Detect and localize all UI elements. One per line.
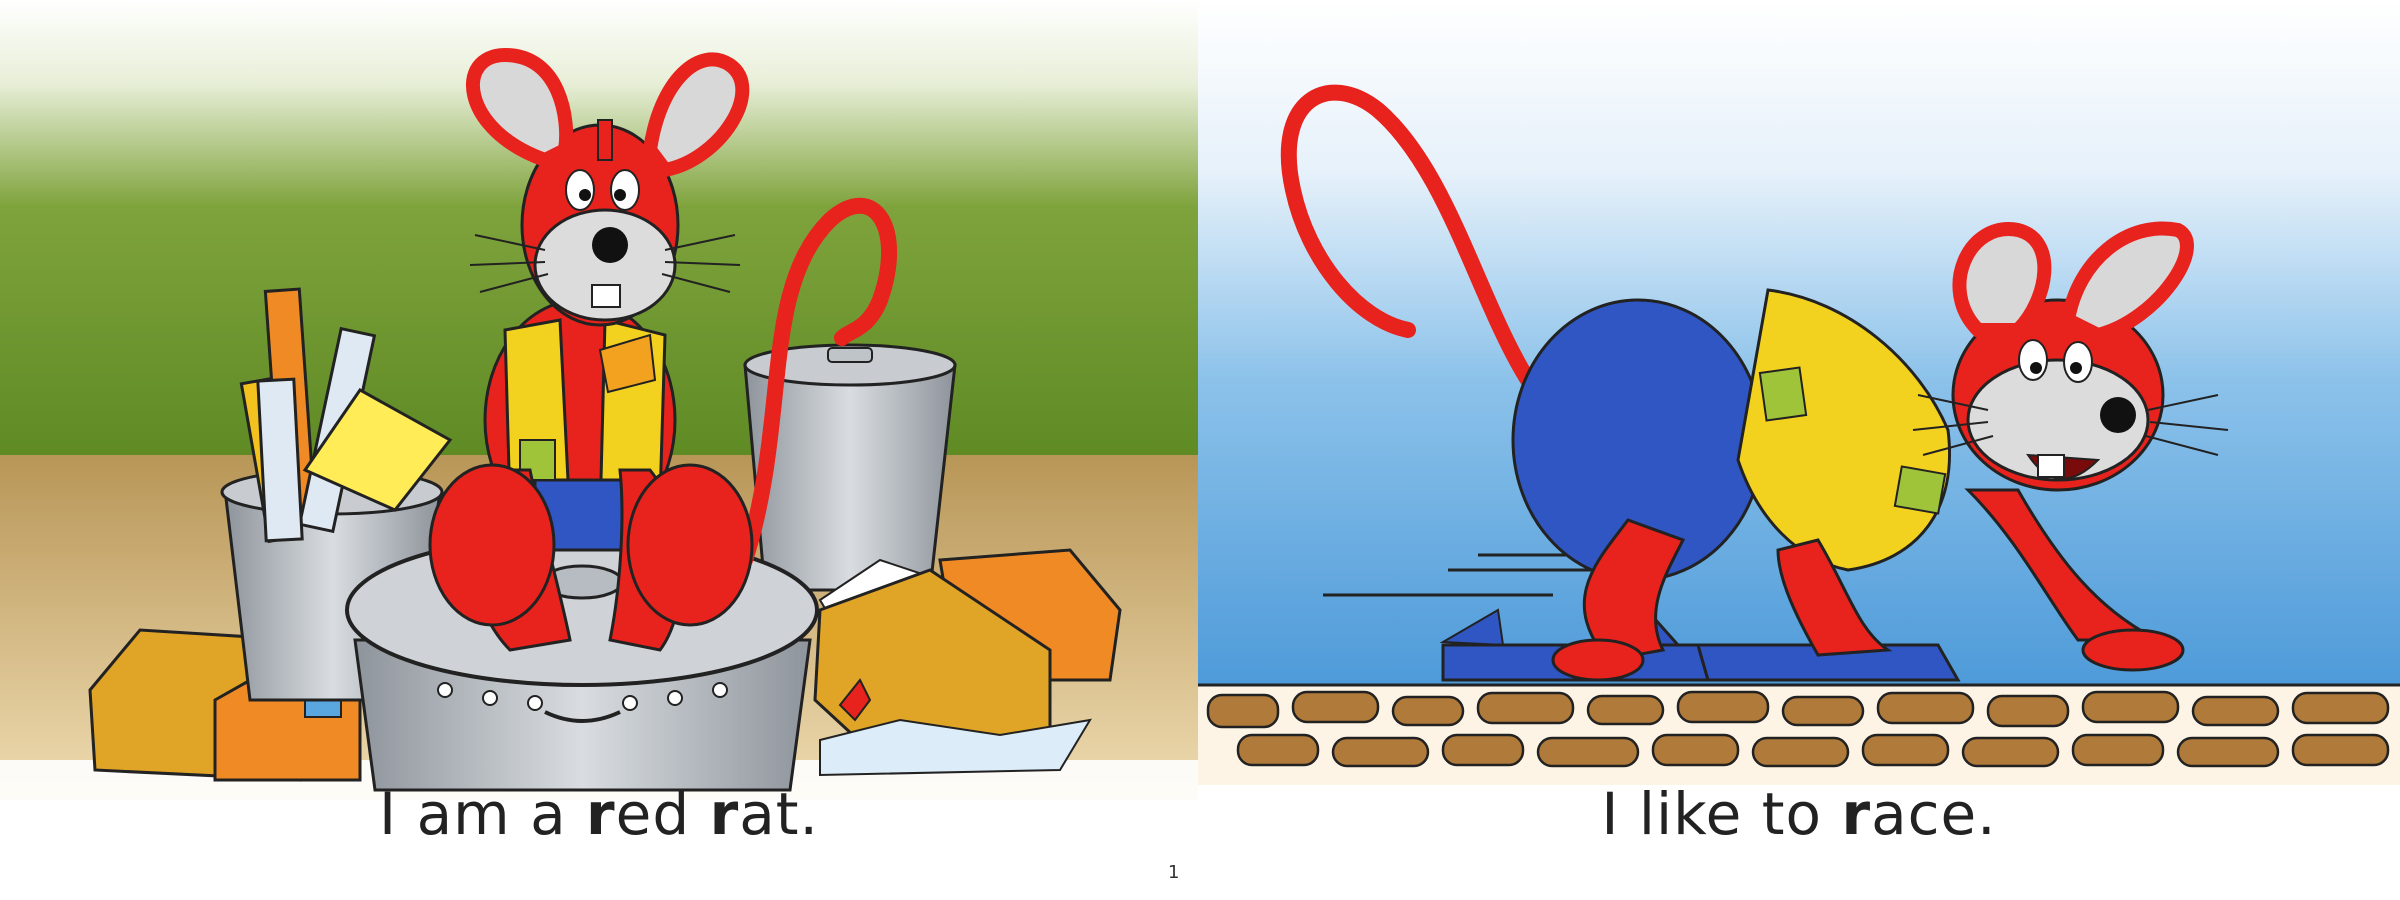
page-caption-right: I like to race.	[1601, 780, 1997, 848]
page-right: I like to race. 2	[1198, 0, 2400, 900]
illustration-rat-racing	[1198, 0, 2400, 785]
illustration-rat-on-trash-can	[0, 0, 1198, 800]
page-caption-left: I am a red rat.	[379, 780, 819, 848]
page-left: I am a red rat. 1	[0, 0, 1198, 900]
page-number-left: 1	[1168, 862, 1180, 883]
